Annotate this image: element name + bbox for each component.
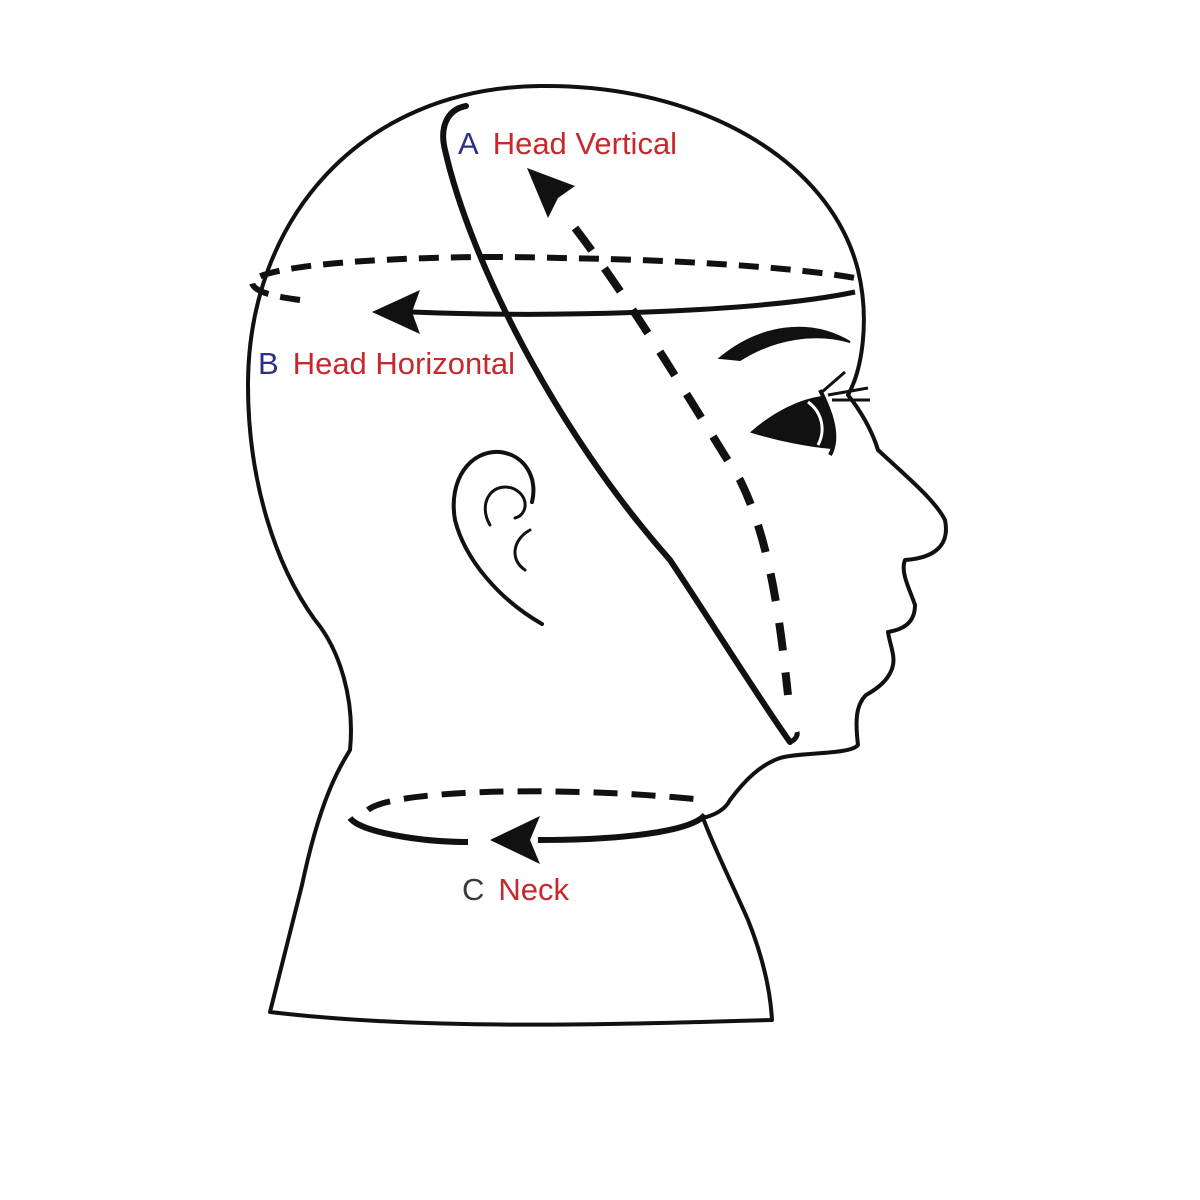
label-a: A Head Vertical: [458, 128, 677, 159]
label-a-letter: A: [458, 126, 479, 161]
neck-dashed-path: [365, 788, 706, 813]
label-c: C Neck: [462, 874, 569, 905]
vertical-dashed-path: [571, 225, 792, 696]
vertical-arrowhead: [527, 168, 575, 218]
eye-highlight: [807, 400, 824, 446]
eyebrow: [717, 326, 851, 362]
horizontal-solid-path: [411, 289, 856, 317]
neck-arrowhead: [490, 816, 540, 864]
neck-solid-path: [347, 812, 708, 845]
vertical-solid-path: [440, 103, 793, 745]
ear-inner: [483, 485, 532, 572]
label-a-text: Head Vertical: [492, 126, 678, 161]
horizontal-dashed-path: [248, 254, 866, 303]
label-b-text: Head Horizontal: [292, 346, 515, 381]
head-outline: [246, 83, 948, 1027]
horizontal-arrowhead: [372, 290, 420, 334]
label-b-letter: B: [258, 346, 279, 381]
ear-icon: [451, 449, 544, 626]
eyelashes: [821, 370, 870, 402]
label-c-letter: C: [462, 872, 485, 907]
eye-lid: [818, 389, 837, 456]
vertical-solid-end: [788, 731, 800, 745]
label-b: B Head Horizontal: [258, 348, 515, 379]
label-c-text: Neck: [498, 872, 570, 907]
